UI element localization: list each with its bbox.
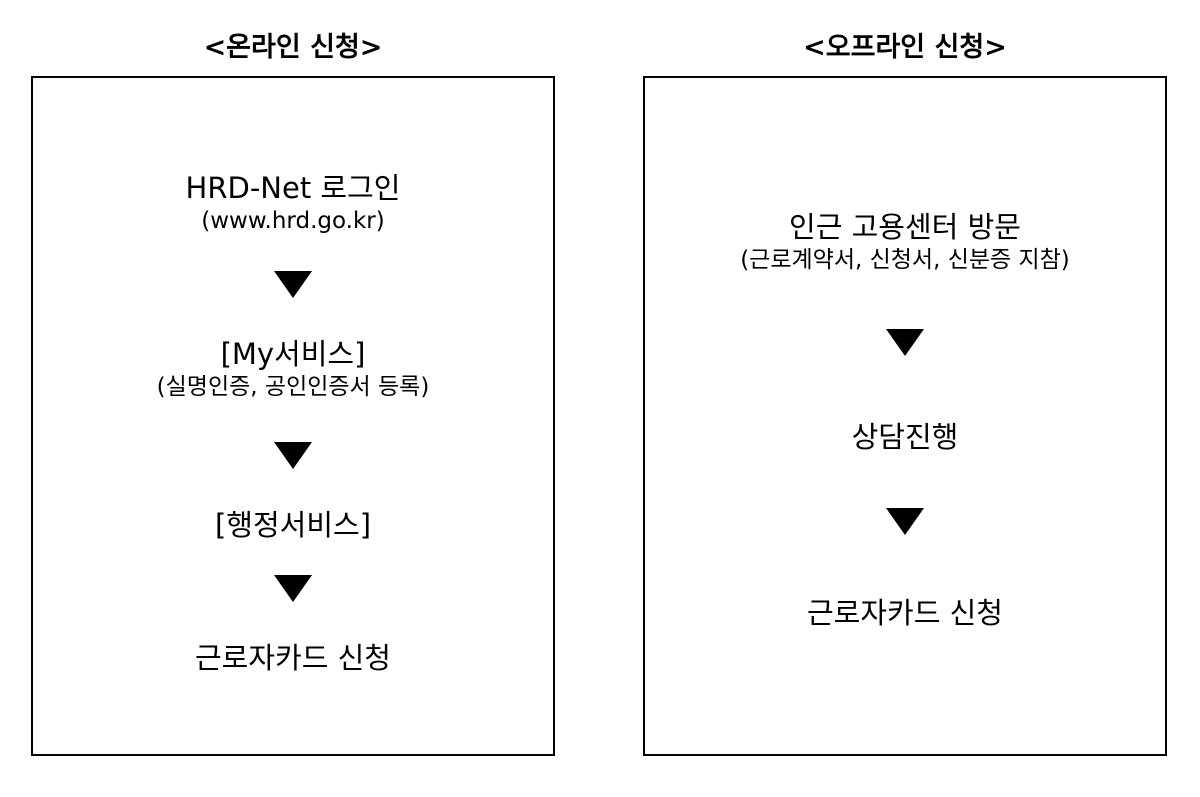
step-sub-text: (www.hrd.go.kr) (201, 208, 385, 234)
down-arrow-icon (886, 508, 924, 535)
step-sub-text: (근로계약서, 신청서, 신분증 지참) (740, 247, 1070, 273)
step-my-service: [My서비스] (실명인증, 공인인증서 등록) (33, 336, 553, 402)
offline-flow-box: 인근 고용센터 방문 (근로계약서, 신청서, 신분증 지참) 상담진행 근로자… (643, 76, 1167, 756)
step-hrdnet-login: HRD-Net 로그인 (www.hrd.go.kr) (33, 170, 553, 236)
step-worker-card-apply: 근로자카드 신청 (33, 640, 553, 676)
step-main-text: 근로자카드 신청 (195, 641, 391, 675)
step-consultation: 상담진행 (645, 419, 1165, 455)
offline-title: <오프라인 신청> (803, 32, 1007, 63)
down-arrow-icon (274, 575, 312, 602)
step-main-text: HRD-Net 로그인 (185, 171, 401, 205)
step-main-text: [행정서비스] (214, 508, 372, 542)
step-main-text: 근로자카드 신청 (807, 596, 1003, 630)
step-sub-text: (실명인증, 공인인증서 등록) (156, 374, 430, 400)
down-arrow-icon (274, 271, 312, 298)
down-arrow-icon (274, 442, 312, 469)
step-main-text: [My서비스] (220, 337, 366, 371)
step-visit-employment-center: 인근 고용센터 방문 (근로계약서, 신청서, 신분증 지참) (645, 209, 1165, 275)
online-title: <온라인 신청> (203, 32, 383, 63)
step-admin-service: [행정서비스] (33, 507, 553, 543)
step-main-text: 인근 고용센터 방문 (789, 210, 1021, 244)
step-worker-card-apply: 근로자카드 신청 (645, 595, 1165, 631)
down-arrow-icon (886, 329, 924, 356)
step-main-text: 상담진행 (851, 420, 959, 454)
online-flow-box: HRD-Net 로그인 (www.hrd.go.kr) [My서비스] (실명인… (31, 76, 555, 756)
